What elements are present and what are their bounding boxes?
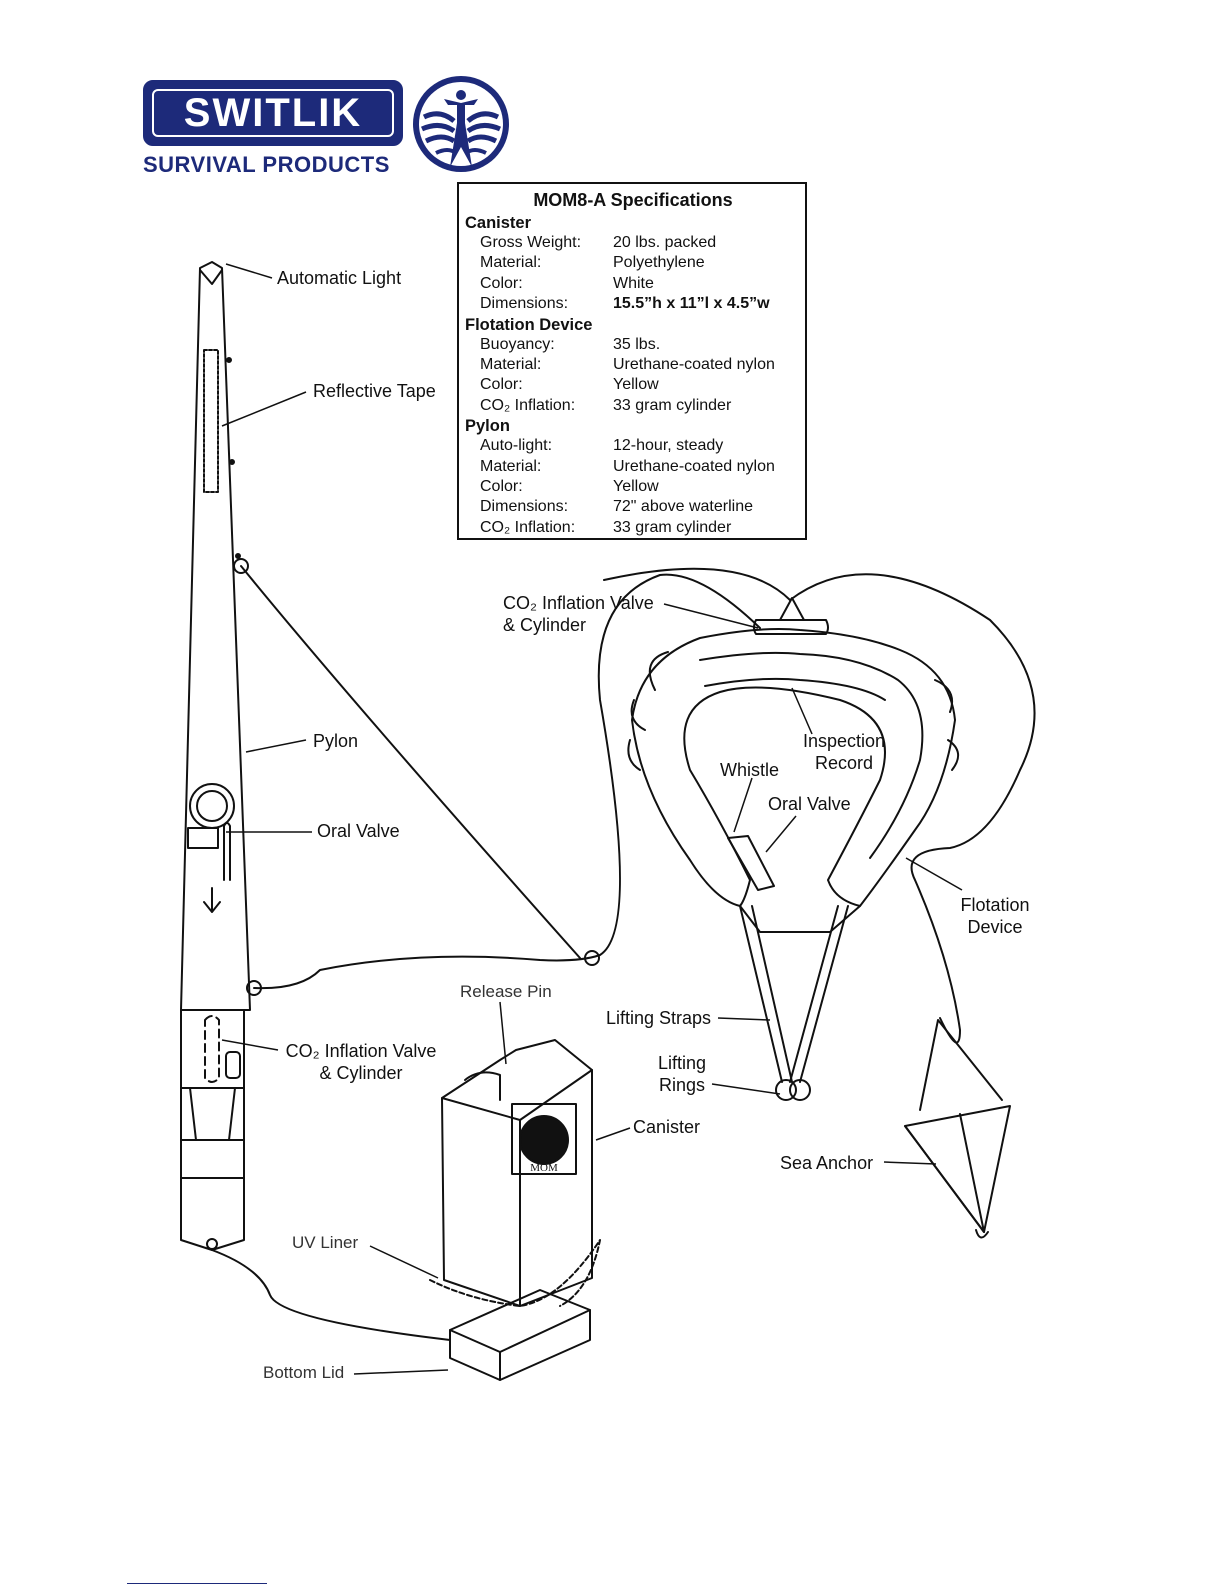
logo-wordmark: SWITLIK xyxy=(183,90,363,135)
tether-line xyxy=(240,565,581,959)
whistle-drawing xyxy=(727,835,775,891)
spec-row: Color:Yellow xyxy=(480,478,659,496)
spec-row: Gross Weight:20 lbs. packed xyxy=(480,234,717,251)
label-whistle: Whistle xyxy=(720,760,780,780)
lifting-straps-drawing xyxy=(739,905,849,1101)
spec-row: Material:Urethane-coated nylon xyxy=(480,356,775,374)
spec-row: CO₂ Inflation:33 gram cylinder xyxy=(480,518,732,536)
label-reflective-tape: Reflective Tape xyxy=(313,381,436,401)
spec-row: Dimensions:15.5”h x 11”l x 4.5”w xyxy=(480,295,770,313)
parachute-emblem-icon xyxy=(413,76,509,172)
label-co2-valve-ring: CO₂ Inflation Valve& Cylinder xyxy=(503,593,654,635)
spec-row: Color:Yellow xyxy=(480,376,659,394)
label-sea-anchor: Sea Anchor xyxy=(780,1153,874,1173)
ring-co2-valve xyxy=(753,619,829,635)
lifting-ring-icon xyxy=(775,1079,797,1101)
label-automatic-light: Automatic Light xyxy=(277,268,402,288)
label-oral-valve-pylon: Oral Valve xyxy=(317,821,400,841)
spec-section-pylon: Pylon xyxy=(465,417,510,436)
reflective-tape-strip xyxy=(203,349,219,493)
label-uv-liner: UV Liner xyxy=(292,1233,359,1252)
logo-tagline: SURVIVAL PRODUCTS xyxy=(143,152,390,177)
spec-row: Material:Polyethylene xyxy=(480,254,705,272)
label-bottom-lid: Bottom Lid xyxy=(263,1363,345,1382)
spec-row: CO₂ Inflation:33 gram cylinder xyxy=(480,396,732,414)
down-arrow-icon xyxy=(203,887,221,913)
bottom-lid-drawing xyxy=(449,1289,591,1381)
label-canister: Canister xyxy=(633,1117,701,1137)
spec-row: Auto-light:12-hour, steady xyxy=(480,437,724,455)
sea-anchor-drawing xyxy=(904,1019,1011,1239)
spec-section-flotation: Flotation Device xyxy=(465,315,593,334)
pylon-drawing xyxy=(180,261,262,1251)
flotation-device-drawing xyxy=(603,567,1036,1044)
pylon-co2-cylinder xyxy=(204,1015,220,1083)
leader-lines xyxy=(221,263,963,1375)
spec-section-canister: Canister xyxy=(465,214,532,232)
label-co2-valve-pylon: CO₂ Inflation Valve& Cylinder xyxy=(285,1041,437,1083)
label-release-pin: Release Pin xyxy=(460,982,552,1001)
label-lifting-straps: Lifting Straps xyxy=(606,1008,712,1028)
canister-drawing xyxy=(429,1039,601,1381)
canister-badge-frame xyxy=(511,1103,577,1175)
spec-row: Material:Urethane-coated nylon xyxy=(480,457,775,475)
footer-rule xyxy=(127,1583,267,1584)
canister-badge-text: MOM xyxy=(530,1162,558,1174)
lifting-ring-icon xyxy=(789,1079,811,1101)
spec-row: Dimensions:72" above waterline xyxy=(480,498,753,516)
spec-row: Color:White xyxy=(480,274,654,292)
switlik-logo: SWITLIK xyxy=(143,80,403,146)
label-oral-valve-ring: Oral Valve xyxy=(768,794,851,814)
spec-row: Buoyancy:35 lbs. xyxy=(480,335,661,353)
specifications-title: MOM8-A Specifications xyxy=(533,190,733,210)
label-pylon: Pylon xyxy=(313,731,359,751)
specifications-table: MOM8-A Specifications Canister Gross Wei… xyxy=(457,182,807,540)
